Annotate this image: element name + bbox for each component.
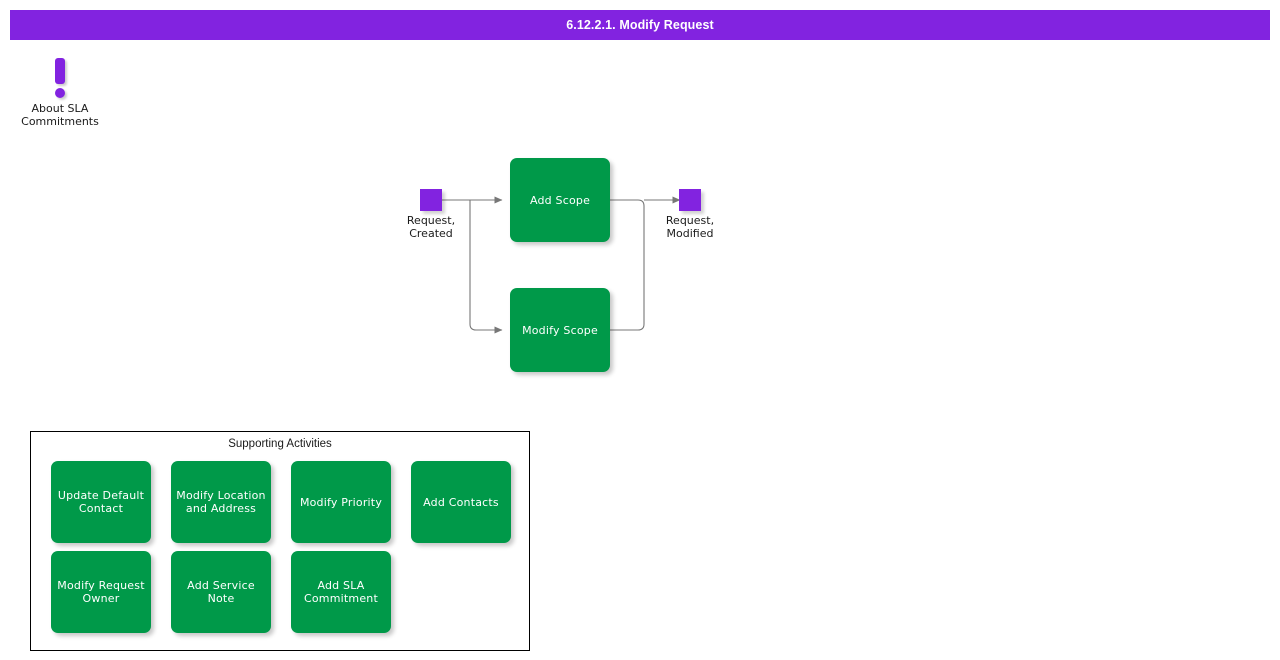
supporting-item-add-service-note[interactable]: Add Service Note [171, 551, 271, 633]
activity-add-scope[interactable]: Add Scope [510, 158, 610, 242]
activity-add-scope-label: Add Scope [529, 193, 591, 207]
supporting-item-update-default-contact[interactable]: Update Default Contact [51, 461, 151, 543]
exclamation-dot [55, 88, 65, 98]
supporting-activities-panel: Supporting Activities Update Default Con… [30, 431, 530, 651]
supporting-item-modify-request-owner[interactable]: Modify Request Owner [51, 551, 151, 633]
start-node-label: Request, Created [406, 214, 456, 240]
supporting-item-label: Modify Location and Address [176, 489, 266, 515]
supporting-item-modify-priority[interactable]: Modify Priority [291, 461, 391, 543]
page-title-bar: 6.12.2.1. Modify Request [10, 10, 1270, 40]
supporting-item-label: Update Default Contact [57, 489, 145, 515]
supporting-item-label: Modify Request Owner [57, 579, 145, 605]
supporting-item-label: Add SLA Commitment [304, 579, 378, 605]
about-sla-label: About SLA Commitments [21, 102, 99, 128]
start-node-request-created[interactable] [420, 189, 442, 211]
activity-modify-scope-label: Modify Scope [522, 323, 598, 337]
end-node-request-modified[interactable] [679, 189, 701, 211]
supporting-item-modify-location-and-address[interactable]: Modify Location and Address [171, 461, 271, 543]
exclamation-bar [55, 58, 65, 84]
supporting-item-add-sla-commitment[interactable]: Add SLA Commitment [291, 551, 391, 633]
activity-modify-scope[interactable]: Modify Scope [510, 288, 610, 372]
supporting-item-label: Add Service Note [187, 579, 255, 605]
exclamation-icon [20, 58, 100, 100]
about-sla-note[interactable]: About SLA Commitments [20, 58, 100, 128]
supporting-item-label: Add Contacts [423, 495, 499, 509]
supporting-item-add-contacts[interactable]: Add Contacts [411, 461, 511, 543]
supporting-item-label: Modify Priority [299, 495, 383, 509]
end-node-label: Request, Modified [665, 214, 715, 240]
page-title: 6.12.2.1. Modify Request [566, 18, 714, 32]
supporting-activities-title: Supporting Activities [228, 438, 332, 450]
